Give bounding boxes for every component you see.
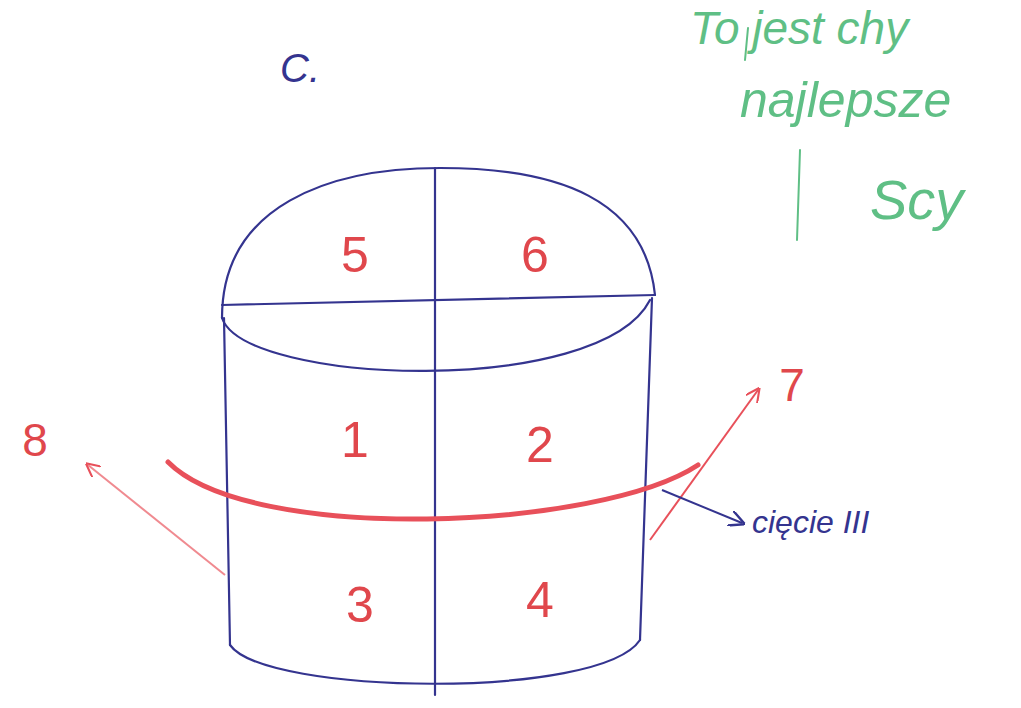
vertical-divider xyxy=(434,168,436,695)
handwritten-note: najlepsze xyxy=(740,75,951,125)
figure-letter: C. xyxy=(280,48,320,88)
cut-label: cięcie III xyxy=(752,506,869,538)
arrow-7 xyxy=(650,390,758,540)
cut-band xyxy=(168,462,698,519)
callout-number: 6 xyxy=(521,230,549,280)
callout-number: 7 xyxy=(779,362,805,408)
callout-number: 3 xyxy=(346,580,374,630)
cylinder-left-side xyxy=(224,318,230,645)
handwritten-note: To jest chy xyxy=(690,5,908,51)
top-ellipse-edge xyxy=(222,300,650,371)
callout-number: 1 xyxy=(341,415,369,465)
callout-number: 5 xyxy=(341,230,369,280)
callout-number: 8 xyxy=(22,417,48,463)
cylinder-bottom xyxy=(230,640,640,684)
arrow-8 xyxy=(88,465,225,575)
callout-number: 4 xyxy=(526,575,554,625)
green-stroke xyxy=(797,150,800,240)
dome-divider xyxy=(222,295,655,305)
cut-pointer xyxy=(662,490,742,523)
cylinder-right-side xyxy=(640,298,652,640)
callout-number: 2 xyxy=(526,420,554,470)
cylinder-dome xyxy=(222,168,655,318)
handwritten-note: Scy xyxy=(870,172,963,228)
